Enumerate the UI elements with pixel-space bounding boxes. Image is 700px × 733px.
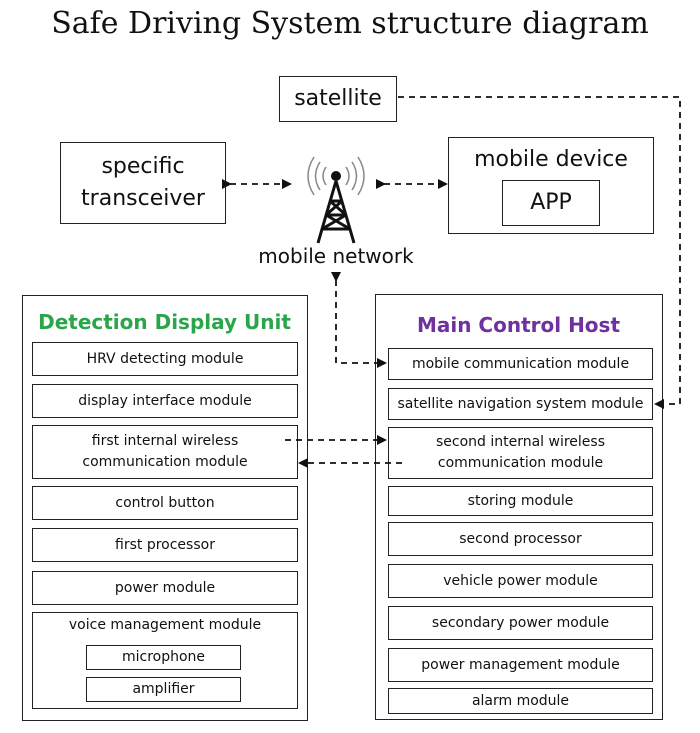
network-mobile-comm-link — [336, 280, 385, 363]
satellite-navigation-link — [398, 97, 680, 404]
